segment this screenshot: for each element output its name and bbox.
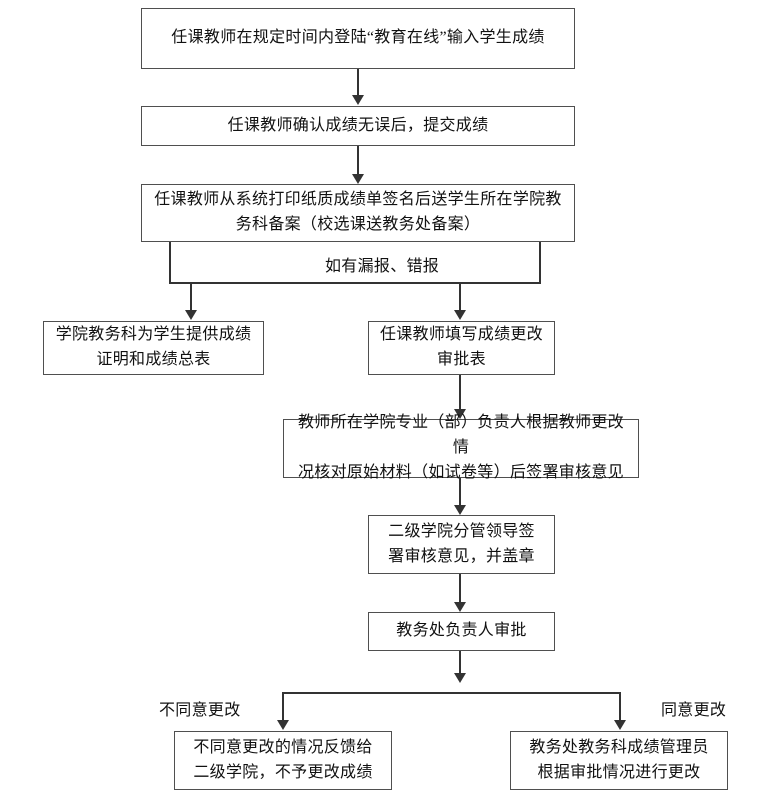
edge-n5-n6-line xyxy=(459,375,461,409)
decision-right-stem xyxy=(619,692,621,720)
edge-n3-split-bar xyxy=(169,282,541,284)
node-label: 学院教务科为学生提供成绩 证明和成绩总表 xyxy=(55,326,252,368)
edge-n7-n8-line xyxy=(459,574,461,602)
node-print-paper-grade-sheet-archive: 任课教师从系统打印纸质成绩单签名后送学生所在学院教 务科备案（校选课送教务处备案… xyxy=(141,184,575,242)
node-academic-affairs-head-approval: 教务处负责人审批 xyxy=(368,612,555,651)
edge-n1-n2-line xyxy=(357,69,359,95)
edge-label-approve-change: 同意更改 xyxy=(661,702,727,719)
edge-label-missing-report: 如有漏报、错报 xyxy=(325,258,440,275)
edge-n3-left-stem xyxy=(169,242,171,283)
edge-to-n5-line xyxy=(459,283,461,311)
node-reject-feedback-to-college: 不同意更改的情况反馈给 二级学院，不予更改成绩 xyxy=(174,731,392,790)
edge-n2-n3-arrow xyxy=(352,174,364,184)
edge-n1-n2-arrow xyxy=(352,95,364,105)
edge-to-n5-arrow xyxy=(454,310,466,320)
node-grade-admin-apply-change: 教务处教务科成绩管理员 根据审批情况进行更改 xyxy=(510,731,728,790)
edge-n6-n7-arrow xyxy=(454,505,466,515)
edge-n3-right-stem xyxy=(539,242,541,283)
node-label: 任课教师确认成绩无误后，提交成绩 xyxy=(227,116,489,134)
node-label: 教师所在学院专业（部）负责人根据教师更改情 况核对原始材料（如试卷等）后签署审核… xyxy=(297,414,624,481)
edge-n8-split-line xyxy=(459,651,461,673)
edge-to-n4-line xyxy=(190,283,192,311)
decision-left-arrow xyxy=(277,720,289,730)
node-label: 教务处教务科成绩管理员 根据审批情况进行更改 xyxy=(529,738,709,781)
edge-n8-split-arrow xyxy=(454,673,466,683)
node-teacher-confirm-submit-grades: 任课教师确认成绩无误后，提交成绩 xyxy=(141,106,575,146)
edge-n2-n3-line xyxy=(357,146,359,174)
node-teacher-fill-grade-change-form: 任课教师填写成绩更改 审批表 xyxy=(368,321,555,375)
decision-right-arrow xyxy=(614,720,626,730)
decision-split-bar xyxy=(282,692,621,694)
edge-n6-n7-line xyxy=(459,478,461,505)
decision-left-stem xyxy=(282,692,284,720)
node-label: 任课教师从系统打印纸质成绩单签名后送学生所在学院教 务科备案（校选课送教务处备案… xyxy=(154,191,562,233)
edge-n5-n6-arrow xyxy=(454,409,466,419)
node-major-head-verify-sign-opinion: 教师所在学院专业（部）负责人根据教师更改情 况核对原始材料（如试卷等）后签署审核… xyxy=(283,414,639,481)
node-label: 任课教师填写成绩更改 审批表 xyxy=(379,326,543,368)
node-college-leader-sign-and-seal: 二级学院分管领导签 署审核意见，并盖章 xyxy=(368,515,555,574)
node-label: 教务处负责人审批 xyxy=(396,622,527,640)
node-label: 任课教师在规定时间内登陆“教育在线”输入学生成绩 xyxy=(171,29,545,47)
edge-label-reject-change: 不同意更改 xyxy=(159,702,241,719)
edge-to-n4-arrow xyxy=(185,310,197,320)
node-college-office-provide-transcript: 学院教务科为学生提供成绩 证明和成绩总表 xyxy=(43,321,264,375)
edge-n7-n8-arrow xyxy=(454,602,466,612)
node-label: 二级学院分管领导签 署审核意见，并盖章 xyxy=(388,522,535,565)
node-label: 不同意更改的情况反馈给 二级学院，不予更改成绩 xyxy=(193,738,373,781)
node-teacher-login-input-grades: 任课教师在规定时间内登陆“教育在线”输入学生成绩 xyxy=(141,8,575,69)
